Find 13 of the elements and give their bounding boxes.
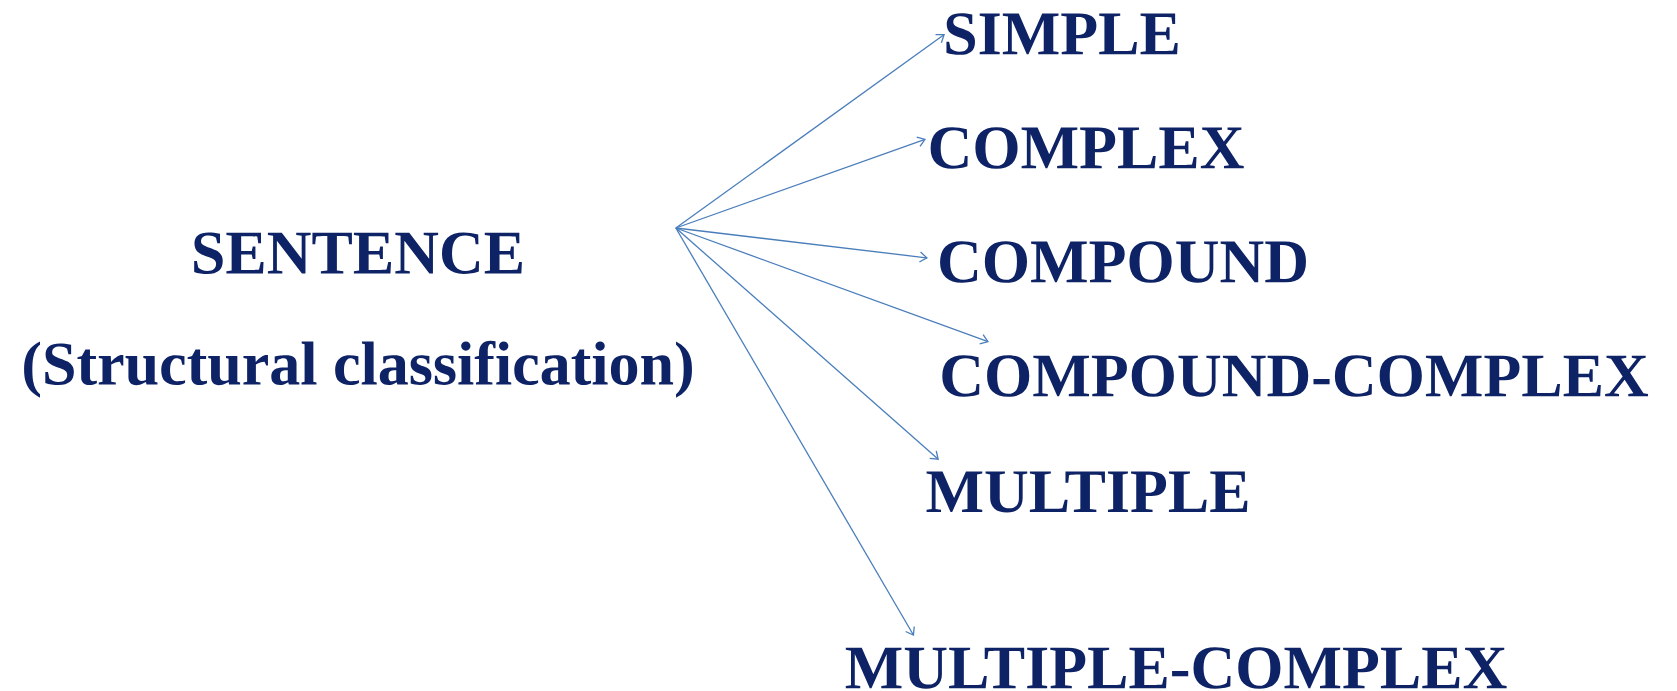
- category-label: MULTIPLE: [926, 471, 1248, 513]
- category-label: COMPLEX: [930, 127, 1244, 169]
- category-label: SIMPLE: [946, 13, 1178, 55]
- heading-text: SENTENCE (Structural classification): [24, 232, 692, 398]
- arrow: [675, 227, 989, 345]
- category-label: MULTIPLE-COMPLEX: [845, 647, 1507, 689]
- arrow: [675, 227, 928, 263]
- arrow: [675, 227, 915, 636]
- arrow: [675, 34, 945, 229]
- category-label: COMPOUND: [940, 241, 1306, 283]
- arrow: [675, 136, 926, 229]
- category-label: COMPOUND-COMPLEX: [942, 355, 1649, 397]
- arrow: [675, 227, 939, 460]
